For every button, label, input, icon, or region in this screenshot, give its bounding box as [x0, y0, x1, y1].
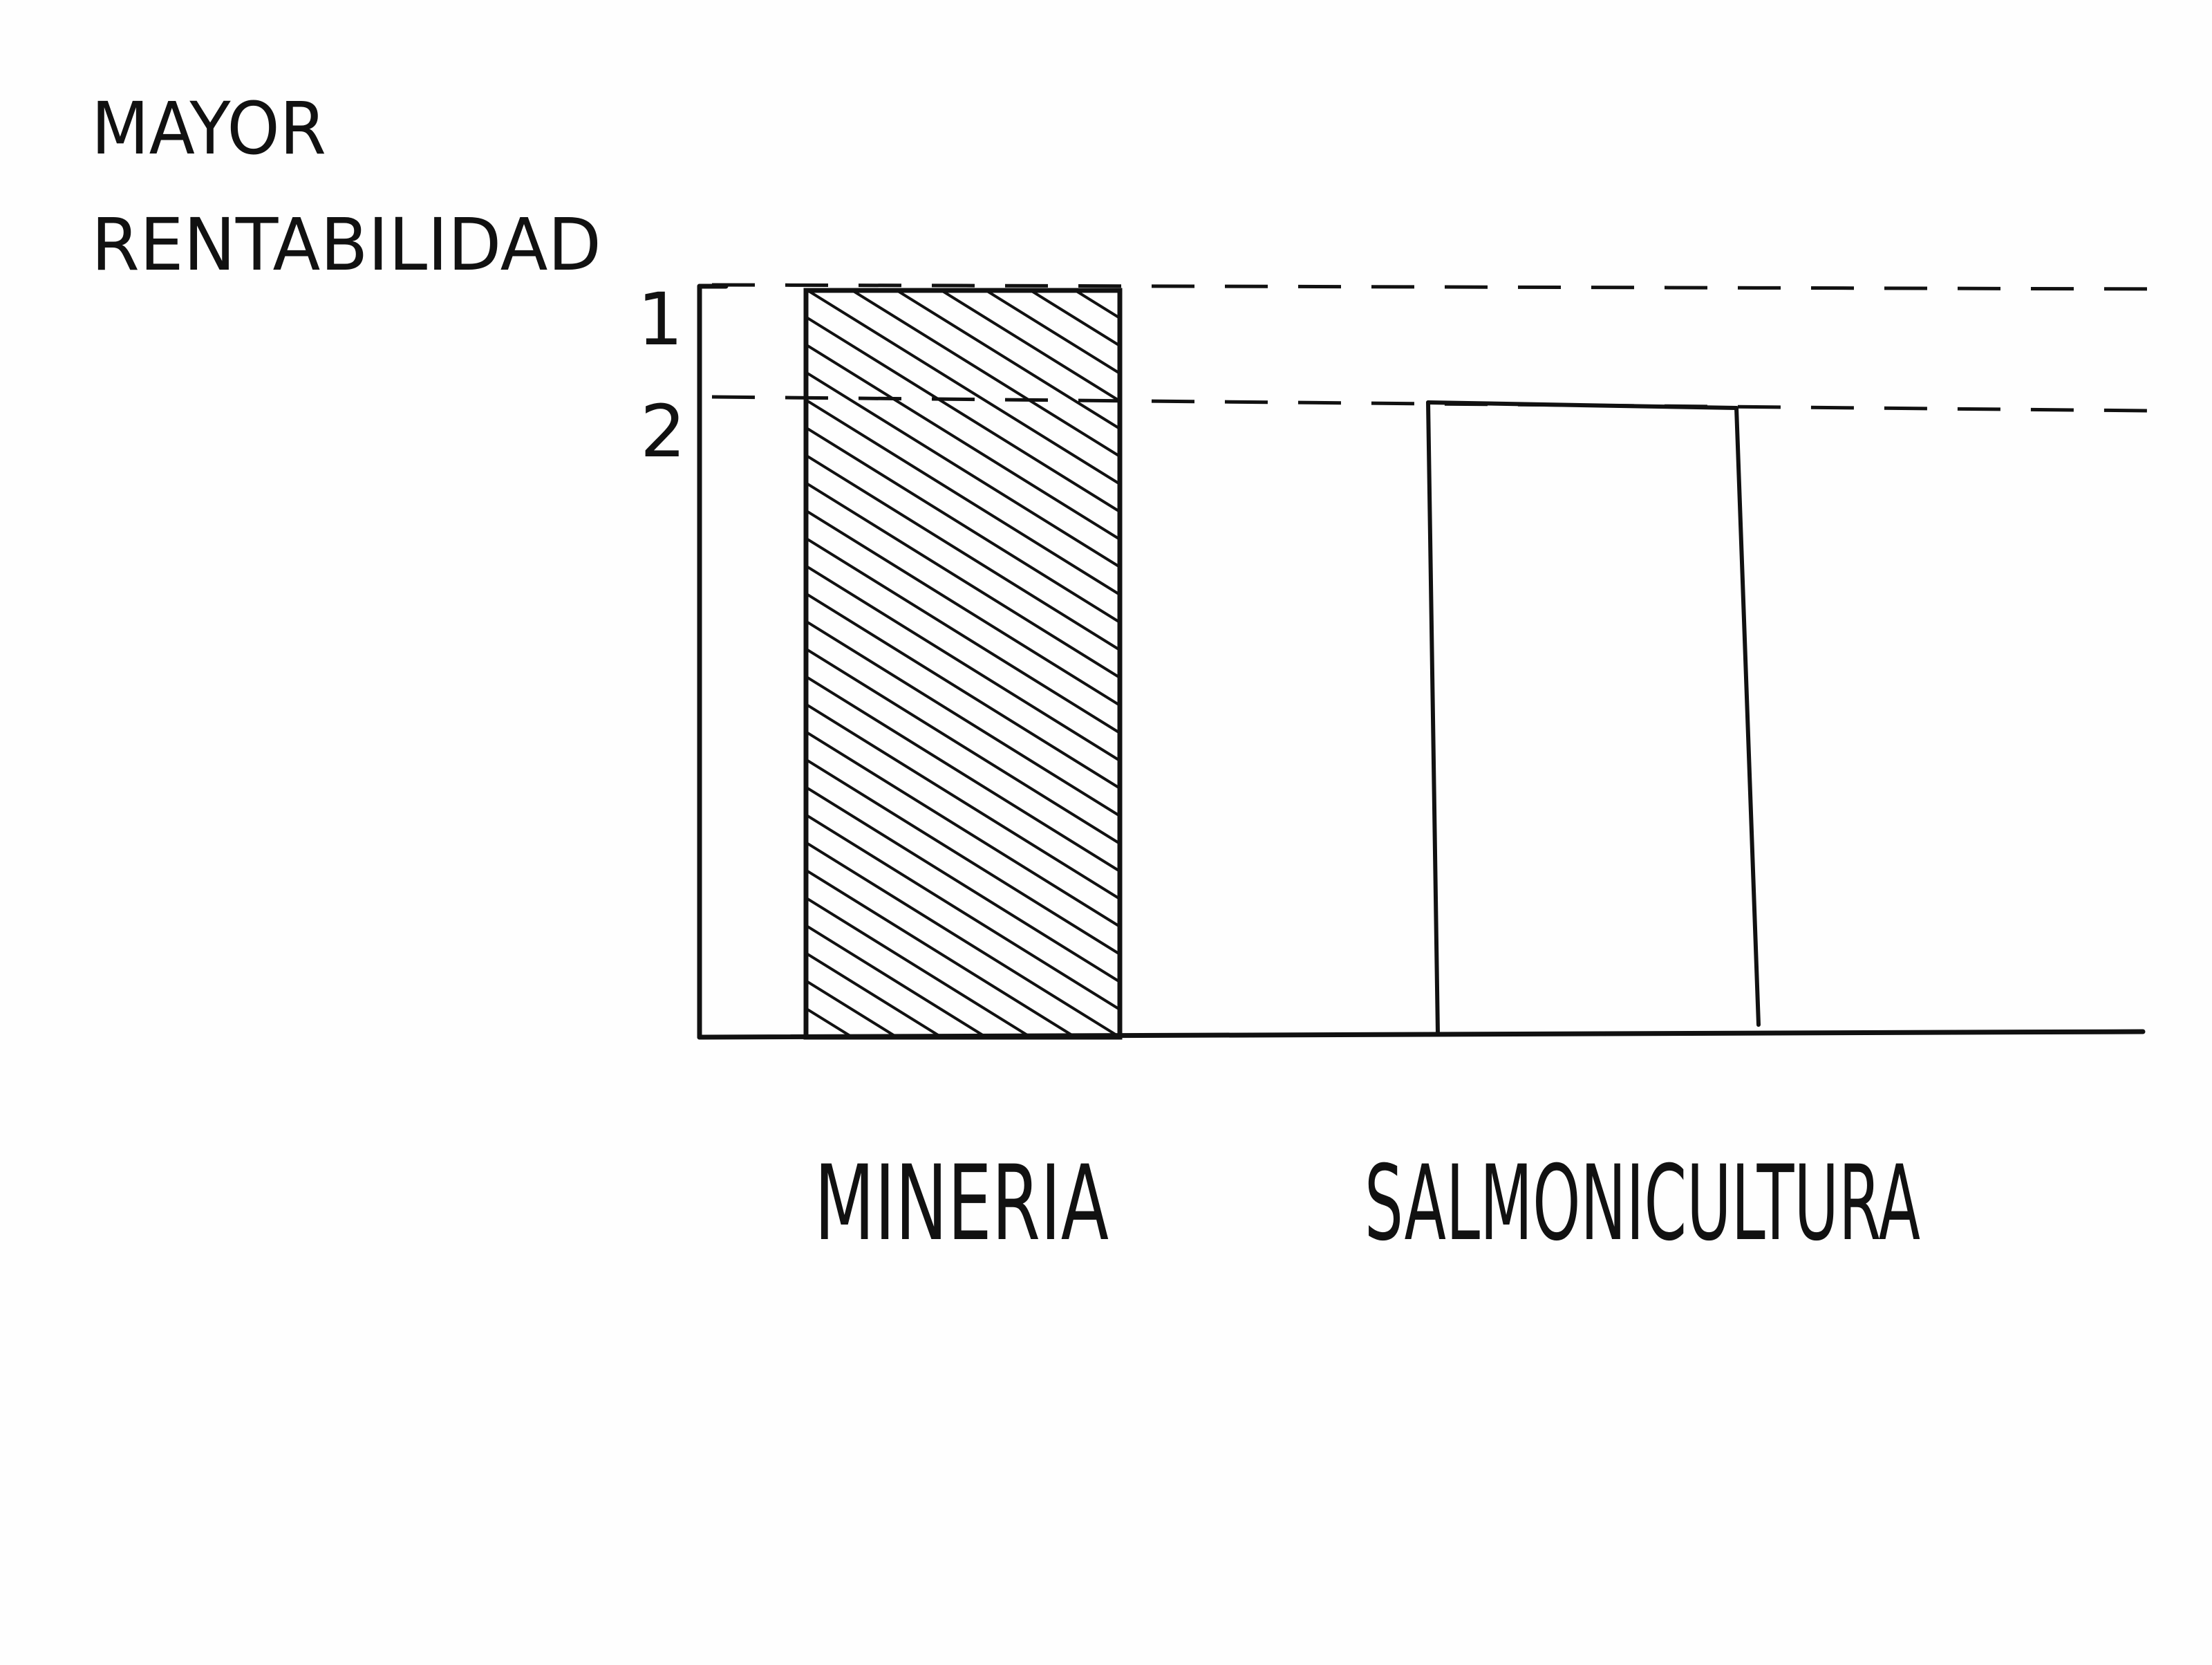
hatch-line [806, 454, 1120, 651]
reference-line-rank-1 [711, 283, 2164, 291]
category-label-mineria: MINERIA [814, 1144, 1109, 1264]
hatch-line [806, 343, 1120, 541]
bar-salmonicultura-right-edge [1734, 406, 1761, 1027]
y-axis-title-line-1: MAYOR [91, 86, 326, 171]
hatch-line [806, 426, 1120, 624]
hatch-line [806, 841, 1120, 1037]
hatch-line [806, 979, 900, 1037]
bar-salmonicultura [1426, 400, 1761, 1035]
hatch-line [806, 868, 1078, 1037]
hatch-line [806, 509, 1120, 707]
y-axis-title-line-2: RENTABILIDAD [91, 203, 601, 287]
bar-mineria-hatching [806, 68, 1120, 1037]
bar-salmonicultura-left-edge [1426, 400, 1440, 1035]
hatch-line [806, 813, 1120, 1011]
hatch-line [985, 292, 1120, 375]
hatch-line [806, 647, 1120, 845]
hatch-line [806, 758, 1120, 956]
hatch-line [806, 730, 1120, 928]
hatch-line [806, 315, 1120, 513]
hatch-line [806, 96, 1120, 290]
hatch-line [806, 592, 1120, 790]
hatch-line [941, 292, 1120, 402]
hatch-line [806, 924, 989, 1037]
hatch-line [806, 951, 944, 1037]
y-tick-label-2: 2 [640, 389, 686, 474]
hatch-line [806, 398, 1120, 596]
reference-line-rank-2 [711, 395, 2150, 413]
bar-salmonicultura-top-edge [1426, 400, 1738, 410]
hatch-line [806, 675, 1120, 873]
hatch-line [1030, 292, 1120, 347]
hatch-line [896, 292, 1120, 430]
hatch-line [806, 703, 1120, 900]
y-tick-label-1: 1 [637, 277, 683, 362]
bar-mineria [803, 68, 1123, 1040]
hatch-line [806, 537, 1120, 734]
hatch-line [806, 896, 1033, 1037]
reference-lines [711, 283, 2164, 413]
hatch-line [806, 620, 1120, 817]
bar-mineria-outline [803, 288, 1123, 1040]
hatch-line [806, 564, 1120, 762]
hatch-line [806, 481, 1120, 679]
hatch-line [806, 371, 1120, 568]
hatch-line [807, 292, 1120, 485]
hatch-line [806, 785, 1120, 983]
hatch-line [806, 68, 1120, 263]
category-label-salmonicultura: SALMONICULTURA [1365, 1144, 1920, 1264]
hatch-line [852, 292, 1120, 458]
